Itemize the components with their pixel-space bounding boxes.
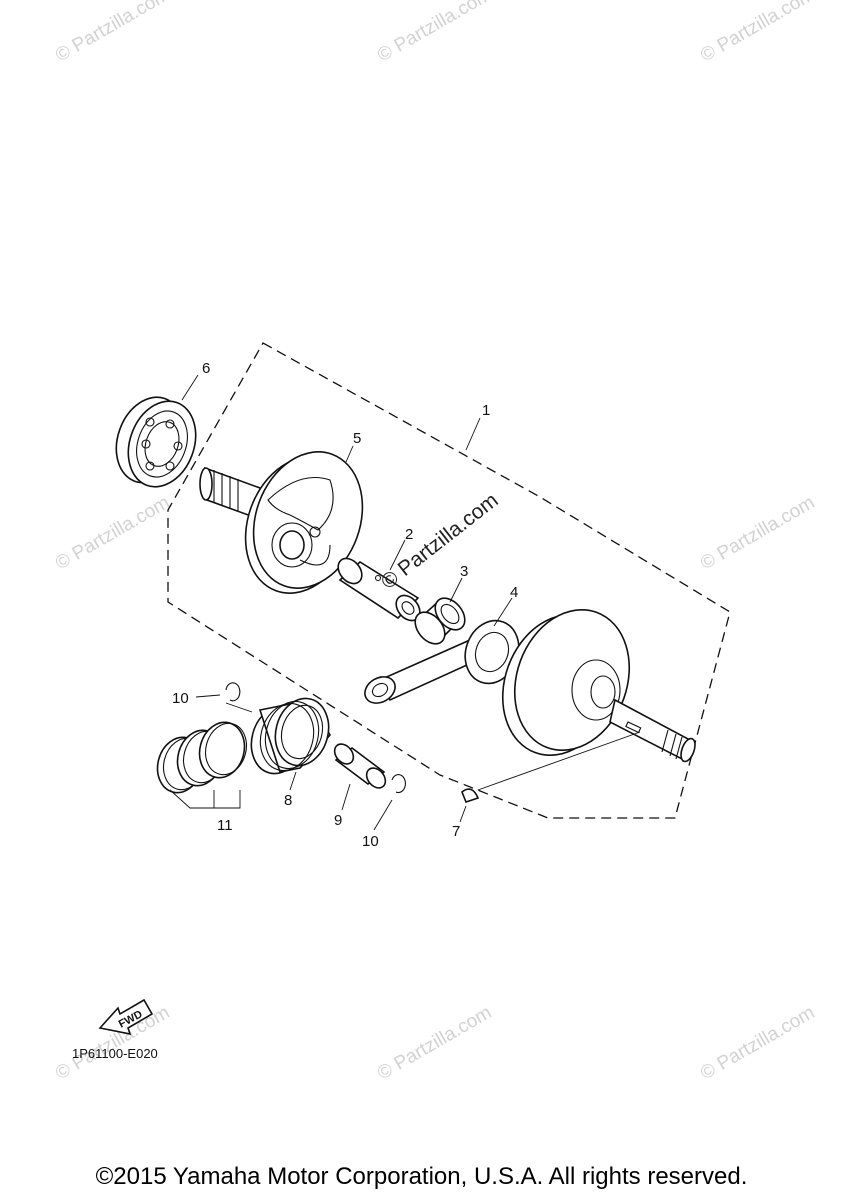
crank-pin-part-2	[337, 557, 421, 622]
part-label-11: 11	[217, 817, 233, 834]
part-labels: 1 2 3 4 5 6 7 8 9 10 10 11	[172, 360, 518, 850]
part-label-5: 5	[353, 430, 361, 447]
watermark: © Partzilla.com	[697, 0, 818, 66]
piston-part-8	[250, 697, 331, 775]
watermark: © Partzilla.com	[697, 1002, 818, 1084]
diagram-code: 1P61100-E020	[72, 1046, 158, 1061]
part-label-3: 3	[460, 563, 468, 580]
watermark: © Partzilla.com	[52, 0, 173, 66]
part-label-9: 9	[334, 812, 342, 829]
part-label-6: 6	[202, 360, 210, 377]
crank-half-right	[501, 608, 696, 763]
needle-bearing-part-3	[414, 597, 466, 645]
part-label-10: 10	[362, 833, 379, 850]
part-label-2: 2	[405, 526, 413, 543]
watermark: © Partzilla.com	[374, 1002, 495, 1084]
part-label-10: 10	[172, 690, 189, 707]
part-label-7: 7	[452, 823, 460, 840]
crankshaft-assembly-outline	[167, 342, 731, 819]
leader-lines	[181, 374, 641, 831]
woodruff-key-part-7	[461, 788, 480, 803]
part-label-8: 8	[284, 792, 292, 809]
watermark-center: © Partzilla.com	[377, 489, 503, 594]
watermark: © Partzilla.com	[52, 492, 173, 574]
watermark: © Partzilla.com	[374, 0, 495, 66]
circlip-part-10	[225, 682, 406, 794]
copyright-notice: ©2015 Yamaha Motor Corporation, U.S.A. A…	[95, 1163, 748, 1190]
watermark: © Partzilla.com	[697, 492, 818, 574]
bearing-part-6	[115, 396, 197, 488]
crank-half-part-5	[199, 451, 364, 594]
piston-rings-part-11	[156, 721, 248, 809]
part-label-1: 1	[482, 402, 490, 419]
piston-pin-part-9	[333, 743, 387, 789]
part-label-4: 4	[510, 584, 518, 601]
